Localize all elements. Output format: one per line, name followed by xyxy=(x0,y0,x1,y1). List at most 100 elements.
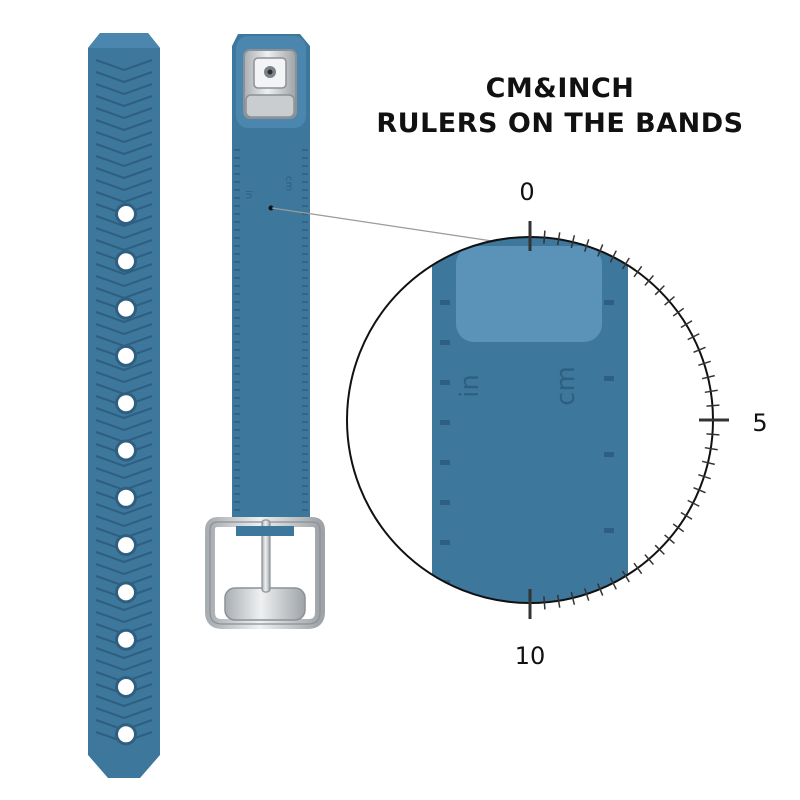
chevron-mark xyxy=(95,107,153,120)
chevron-mark xyxy=(95,83,153,96)
scale-label-top: 0 xyxy=(519,178,534,206)
minor-scale-tick xyxy=(644,275,654,286)
minor-scale-tick xyxy=(680,511,693,520)
minor-scale-tick xyxy=(543,230,546,244)
minor-scale-tick xyxy=(672,307,685,317)
chevron-mark xyxy=(95,551,153,564)
scale-label-bottom: 10 xyxy=(515,642,546,670)
chevron-mark xyxy=(95,227,153,240)
chevron-mark xyxy=(95,167,153,180)
zoom-tick-left xyxy=(440,380,450,385)
buckle-icon xyxy=(205,517,325,629)
chevron-mark xyxy=(95,599,153,612)
minor-scale-tick xyxy=(706,404,720,407)
band-hole-inner xyxy=(118,395,134,412)
chevron-mark xyxy=(95,695,153,708)
minor-scale-tick xyxy=(621,570,630,583)
minor-scale-tick xyxy=(597,583,604,596)
chevron-mark xyxy=(95,119,153,132)
zoom-tick-right xyxy=(604,528,614,533)
minor-scale-tick xyxy=(654,544,665,555)
chevron-mark xyxy=(95,707,153,720)
minor-scale-tick xyxy=(693,487,706,494)
scale-label-right: 5 xyxy=(752,409,767,437)
chevron-mark xyxy=(95,419,153,432)
minor-scale-tick xyxy=(704,389,718,394)
minor-scale-tick xyxy=(609,577,617,590)
chevron-mark xyxy=(95,503,153,516)
zoom-tick-right xyxy=(604,300,614,305)
chevron-mark xyxy=(95,359,153,372)
chevron-mark xyxy=(95,131,153,144)
chevron-mark xyxy=(95,371,153,384)
minor-scale-tick xyxy=(654,285,665,296)
zoom-leader-line xyxy=(271,207,493,242)
zoom-tick-left xyxy=(440,300,450,305)
chevron-mark xyxy=(95,71,153,84)
middle-band: in cm xyxy=(205,34,325,629)
band-hole-inner xyxy=(118,206,134,222)
band-hole-inner xyxy=(118,679,134,695)
minor-scale-tick xyxy=(664,296,675,306)
minor-scale-tick xyxy=(706,433,720,436)
ruler-ticks xyxy=(234,149,308,511)
chevron-mark xyxy=(95,191,153,204)
minor-scale-tick xyxy=(583,588,590,601)
minor-scale-tick xyxy=(664,534,675,544)
chevron-mark xyxy=(95,407,153,420)
minor-scale-tick xyxy=(556,594,561,608)
chevron-mark xyxy=(95,143,153,156)
headline-line-2: RULERS ON THE BANDS xyxy=(376,108,744,139)
band-cm-label-small: cm xyxy=(283,176,294,191)
zoom-tick-left xyxy=(440,540,450,545)
chevron-mark xyxy=(95,611,153,624)
zoom-tick-left xyxy=(440,460,450,465)
band-hole-inner xyxy=(118,253,134,270)
chevron-mark xyxy=(95,155,153,168)
minor-scale-tick xyxy=(570,591,576,605)
chevron-mark xyxy=(95,515,153,528)
zoom-tick-right xyxy=(604,376,614,381)
band-inch-label-small: in xyxy=(243,190,254,199)
zoom-tick-left xyxy=(440,420,450,425)
zoom-circle: in cm xyxy=(346,221,729,619)
headline-line-1: CM&INCH xyxy=(485,73,635,104)
chevron-mark xyxy=(95,455,153,468)
minor-scale-tick xyxy=(687,499,700,507)
minor-scale-tick xyxy=(704,446,718,451)
band-hole-inner xyxy=(118,537,134,554)
band-holes xyxy=(115,203,137,746)
zoom-tick-left xyxy=(440,340,450,345)
chevron-mark xyxy=(95,179,153,192)
zoom-tick-right xyxy=(604,452,614,457)
minor-scale-tick xyxy=(543,596,546,610)
minor-scale-tick xyxy=(609,250,617,263)
chevron-mark xyxy=(95,263,153,276)
minor-scale-tick xyxy=(644,554,654,565)
chevron-mark xyxy=(95,95,153,108)
band-hole-inner xyxy=(118,726,134,743)
band-hole-inner xyxy=(118,300,134,317)
minor-scale-tick xyxy=(701,460,715,466)
minor-scale-tick xyxy=(570,235,576,249)
minor-scale-tick xyxy=(687,333,700,341)
chevron-mark xyxy=(95,239,153,252)
band-hole-inner xyxy=(118,442,134,459)
clasp-icon xyxy=(243,49,297,119)
chevron-mark xyxy=(95,647,153,660)
zoom-inch-label: in xyxy=(455,374,485,398)
zoom-ruler-ticks xyxy=(440,300,614,585)
zoom-cm-label: cm xyxy=(551,366,581,406)
minor-scale-tick xyxy=(698,473,711,480)
band-hole-inner xyxy=(118,347,134,364)
chevron-mark xyxy=(95,659,153,672)
chevron-mark xyxy=(95,275,153,288)
minor-scale-tick xyxy=(698,360,711,367)
band-hole-inner xyxy=(118,584,134,601)
minor-scale-tick xyxy=(597,244,604,257)
scale-ticks xyxy=(528,221,729,619)
minor-scale-tick xyxy=(583,239,590,252)
minor-scale-tick xyxy=(701,374,715,380)
minor-scale-tick xyxy=(672,523,685,533)
